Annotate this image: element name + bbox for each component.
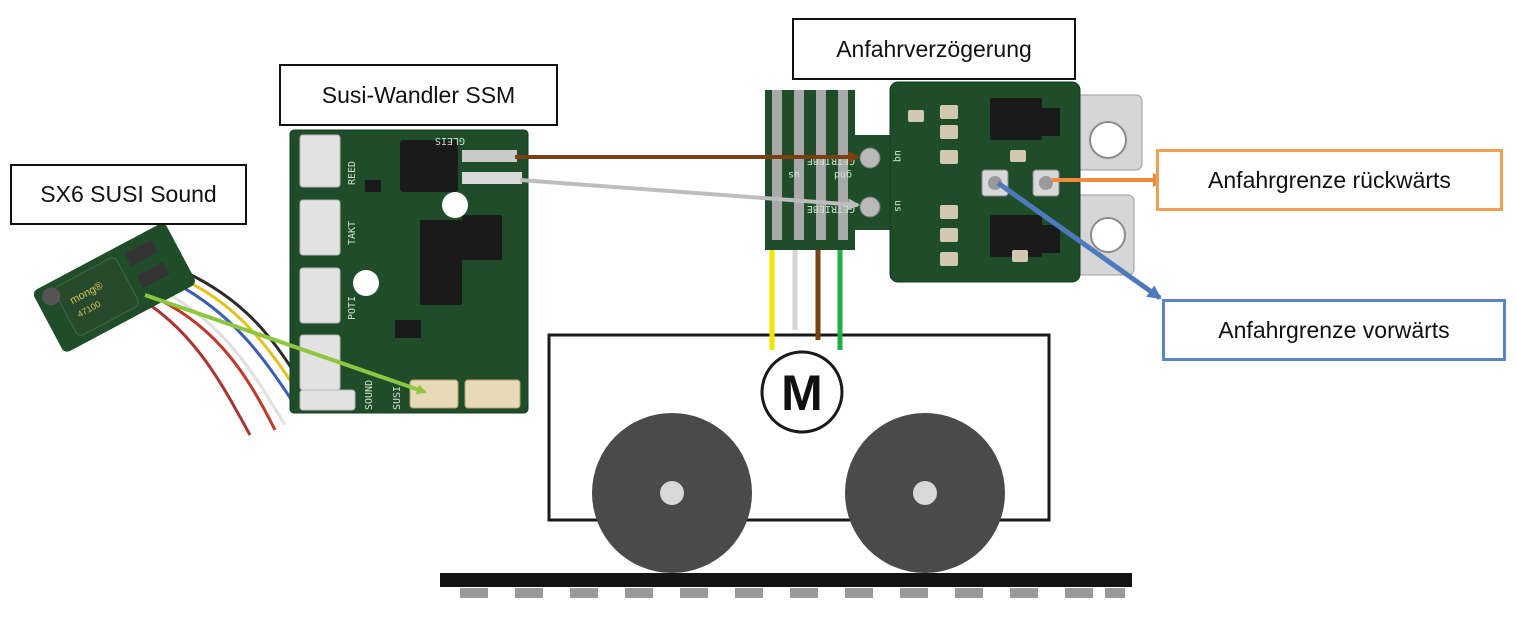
wandler-connectors-left xyxy=(299,134,356,411)
label-sx6-susi-sound: SX6 SUSI Sound xyxy=(10,164,247,225)
delay-smd-parts xyxy=(908,105,1028,266)
delay-potentiometers xyxy=(981,169,1060,197)
label-anfahrgrenze-vorwaerts: Anfahrgrenze vorwärts xyxy=(1162,299,1506,361)
sx6-board: mong® 47100 xyxy=(33,223,195,352)
wandler-chips xyxy=(365,140,502,338)
wheel-right xyxy=(845,413,1005,573)
delay-chips xyxy=(990,98,1060,257)
svg-text:GLEIS: GLEIS xyxy=(435,135,465,146)
connection-wires xyxy=(515,151,860,211)
wandler-wire-stub-grey xyxy=(462,172,522,184)
svg-text:POTI: POTI xyxy=(347,296,358,320)
wandler-mount-hole-top xyxy=(442,192,468,218)
motor-symbol: M xyxy=(781,365,823,421)
label-susi-wandler-text: Susi-Wandler SSM xyxy=(321,81,516,108)
wandler-silkscreen-side: SOUND POTI TAKT REED SUSI GLEIS xyxy=(347,135,465,410)
motor-icon: M xyxy=(760,350,844,434)
delay-pin-strips xyxy=(772,90,848,240)
svg-text:us: us xyxy=(788,169,800,180)
sx6-arrow xyxy=(144,293,427,395)
wandler-wire-stub-brown xyxy=(462,150,517,162)
label-anfahrgrenze-rueckwaerts: Anfahrgrenze rückwärts xyxy=(1156,149,1503,211)
sleepers xyxy=(460,588,1125,598)
delay-pads xyxy=(859,147,881,218)
rail xyxy=(440,573,1132,587)
label-rueckwaerts-text: Anfahrgrenze rückwärts xyxy=(1208,166,1451,193)
wheel-left xyxy=(592,413,752,573)
vorwaerts-arrow xyxy=(996,180,1162,301)
svg-text:TAKT: TAKT xyxy=(347,221,358,245)
sx6-cable-bundle xyxy=(149,270,304,436)
sx6-sound-module: mong® 47100 xyxy=(33,223,304,436)
svg-text:gnd: gnd xyxy=(834,169,852,180)
anfahrverzoegerung-board: uq us GETRIEBE gnd us GETRIEBE xyxy=(765,81,1143,283)
label-anfahrverzoegerung: Anfahrverzögerung xyxy=(792,18,1076,80)
susi-wandler-board: SOUND POTI TAKT REED SUSI GLEIS xyxy=(289,129,529,414)
label-vorwaerts-text: Anfahrgrenze vorwärts xyxy=(1218,316,1450,343)
svg-text:SOUND: SOUND xyxy=(364,380,375,410)
delay-heatsink xyxy=(1071,94,1143,276)
wandler-connectors-bottom xyxy=(409,379,521,409)
svg-text:GETRIEBE: GETRIEBE xyxy=(807,203,855,214)
locomotive: M xyxy=(547,333,1051,573)
svg-text:REED: REED xyxy=(347,161,358,185)
track xyxy=(440,573,1132,598)
svg-text:us: us xyxy=(892,200,903,212)
wandler-mount-hole-left xyxy=(353,270,379,296)
svg-text:SUSI: SUSI xyxy=(392,386,403,410)
wire-grey-connection xyxy=(519,178,860,211)
label-susi-wandler-ssm: Susi-Wandler SSM xyxy=(279,64,558,126)
label-anfahrverzoegerung-text: Anfahrverzögerung xyxy=(836,35,1032,62)
motor-wires xyxy=(769,240,843,350)
svg-text:GETRIEBE: GETRIEBE xyxy=(807,155,855,166)
label-sx6-text: SX6 SUSI Sound xyxy=(40,181,217,207)
svg-text:uq: uq xyxy=(892,150,903,162)
delay-silkscreen: uq us GETRIEBE gnd us GETRIEBE xyxy=(788,150,903,214)
